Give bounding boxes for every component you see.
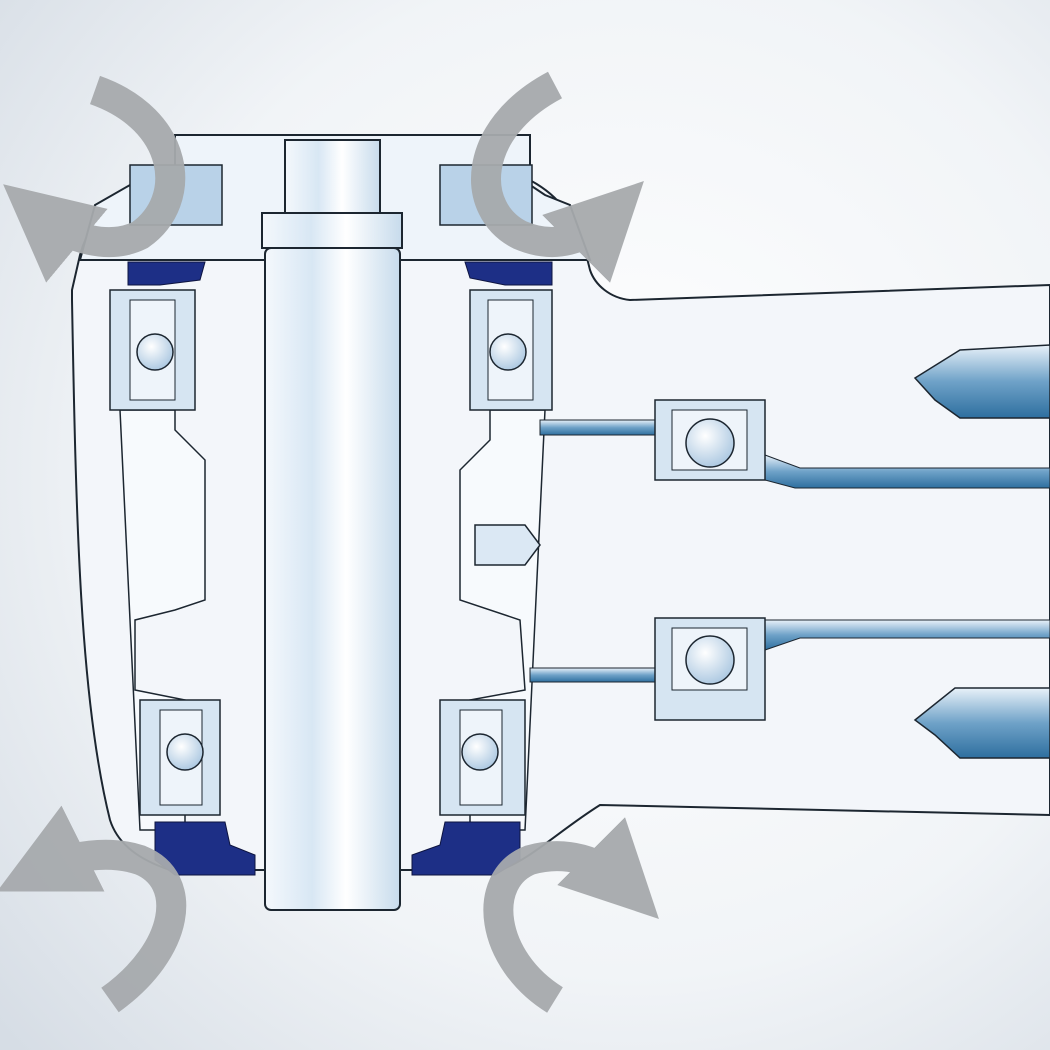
bearing-top-right	[469, 289, 553, 411]
seal-top-right	[464, 261, 553, 286]
bearing-drive-upper	[654, 399, 766, 481]
lower-drive-rod	[529, 667, 656, 683]
airflow-arrow-top-left	[3, 75, 186, 283]
rotor-shaft	[264, 247, 401, 911]
airflow-arrow-bottom-right	[483, 817, 659, 1013]
shaft-collar	[261, 212, 403, 249]
shaft-head	[284, 139, 381, 216]
airflow-arrow-top-right	[471, 71, 644, 283]
upper-drive-rod	[539, 419, 656, 436]
upper-nozzle	[913, 344, 1050, 419]
bearing-drive-lower	[654, 617, 766, 721]
bearing-top-left	[109, 289, 196, 411]
lower-nozzle	[913, 687, 1050, 759]
seal-top-left	[127, 261, 206, 286]
bearing-bottom-left	[139, 699, 221, 816]
bearing-bottom-right	[439, 699, 526, 816]
airflow-arrow-bottom-left	[0, 805, 187, 1013]
drive-pin	[474, 524, 541, 566]
